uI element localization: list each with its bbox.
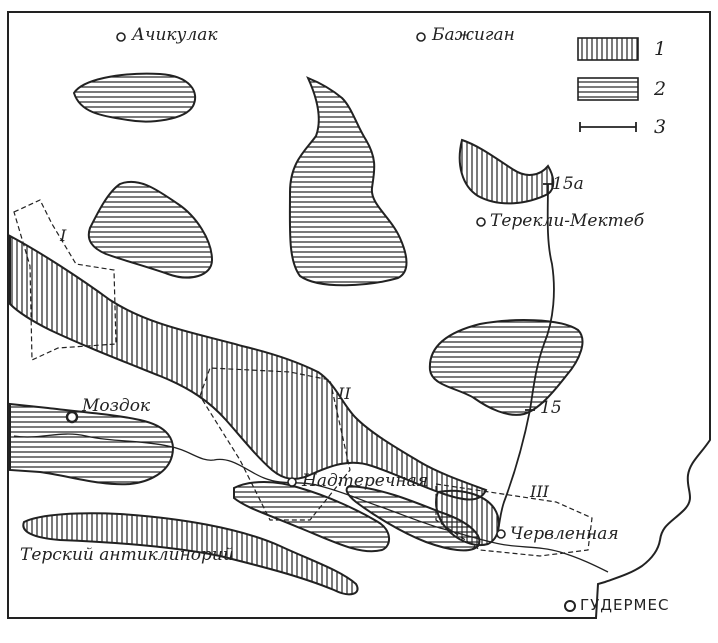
mozdok-marker xyxy=(65,410,79,424)
profile-line-15 xyxy=(497,183,555,531)
vhatch-area-northeast xyxy=(458,138,555,205)
profile-15-label: 15 xyxy=(540,398,562,418)
bazhigan-label: Бажиган xyxy=(432,25,515,45)
zone-one-outline xyxy=(13,199,117,361)
legend-swatch-vertical-hatch xyxy=(577,37,639,61)
mozdok-label: Моздок xyxy=(82,396,151,416)
chervlennaya-marker xyxy=(496,529,506,539)
achikulak-label: Ачикулак xyxy=(132,25,218,45)
terekli-label: Терекли-Мектеб xyxy=(490,211,645,231)
map-frame xyxy=(7,11,711,619)
zone-two-label: II xyxy=(338,384,351,403)
legend-key-1: 1 xyxy=(654,38,667,60)
nadterechnaya-marker xyxy=(287,477,297,487)
profile-15a-label: 15a xyxy=(552,174,584,194)
legend-swatch-horizontal-hatch xyxy=(577,77,639,101)
vhatch-area-terek-anticlinorium xyxy=(22,512,359,596)
achikulak-marker xyxy=(116,32,126,42)
legend-key-3: 3 xyxy=(654,116,667,138)
zone-one-label: I xyxy=(60,226,67,245)
legend-key-2: 2 xyxy=(654,78,667,100)
hhatch-area-northwest xyxy=(72,72,197,123)
hhatch-area-south-1 xyxy=(233,481,390,553)
bazhigan-marker xyxy=(416,32,426,42)
hhatch-area-west xyxy=(87,180,214,279)
gudermes-label: ГУДЕРМЕС xyxy=(580,596,670,614)
hhatch-area-mozdok xyxy=(9,402,174,486)
zone-three-label: III xyxy=(530,482,549,501)
nadterechnaya-label: Надтеречная xyxy=(302,471,429,491)
zone-two-outline xyxy=(199,367,351,521)
zone-three-outline xyxy=(435,483,593,557)
gudermes-marker xyxy=(564,600,576,612)
terekli-marker xyxy=(476,217,486,227)
hhatch-area-central-north xyxy=(288,76,408,287)
terek-river xyxy=(13,433,609,573)
terek-anticlinorium-label: Терский антиклинорий xyxy=(20,545,234,565)
chervlennaya-label: Червленная xyxy=(510,524,619,544)
